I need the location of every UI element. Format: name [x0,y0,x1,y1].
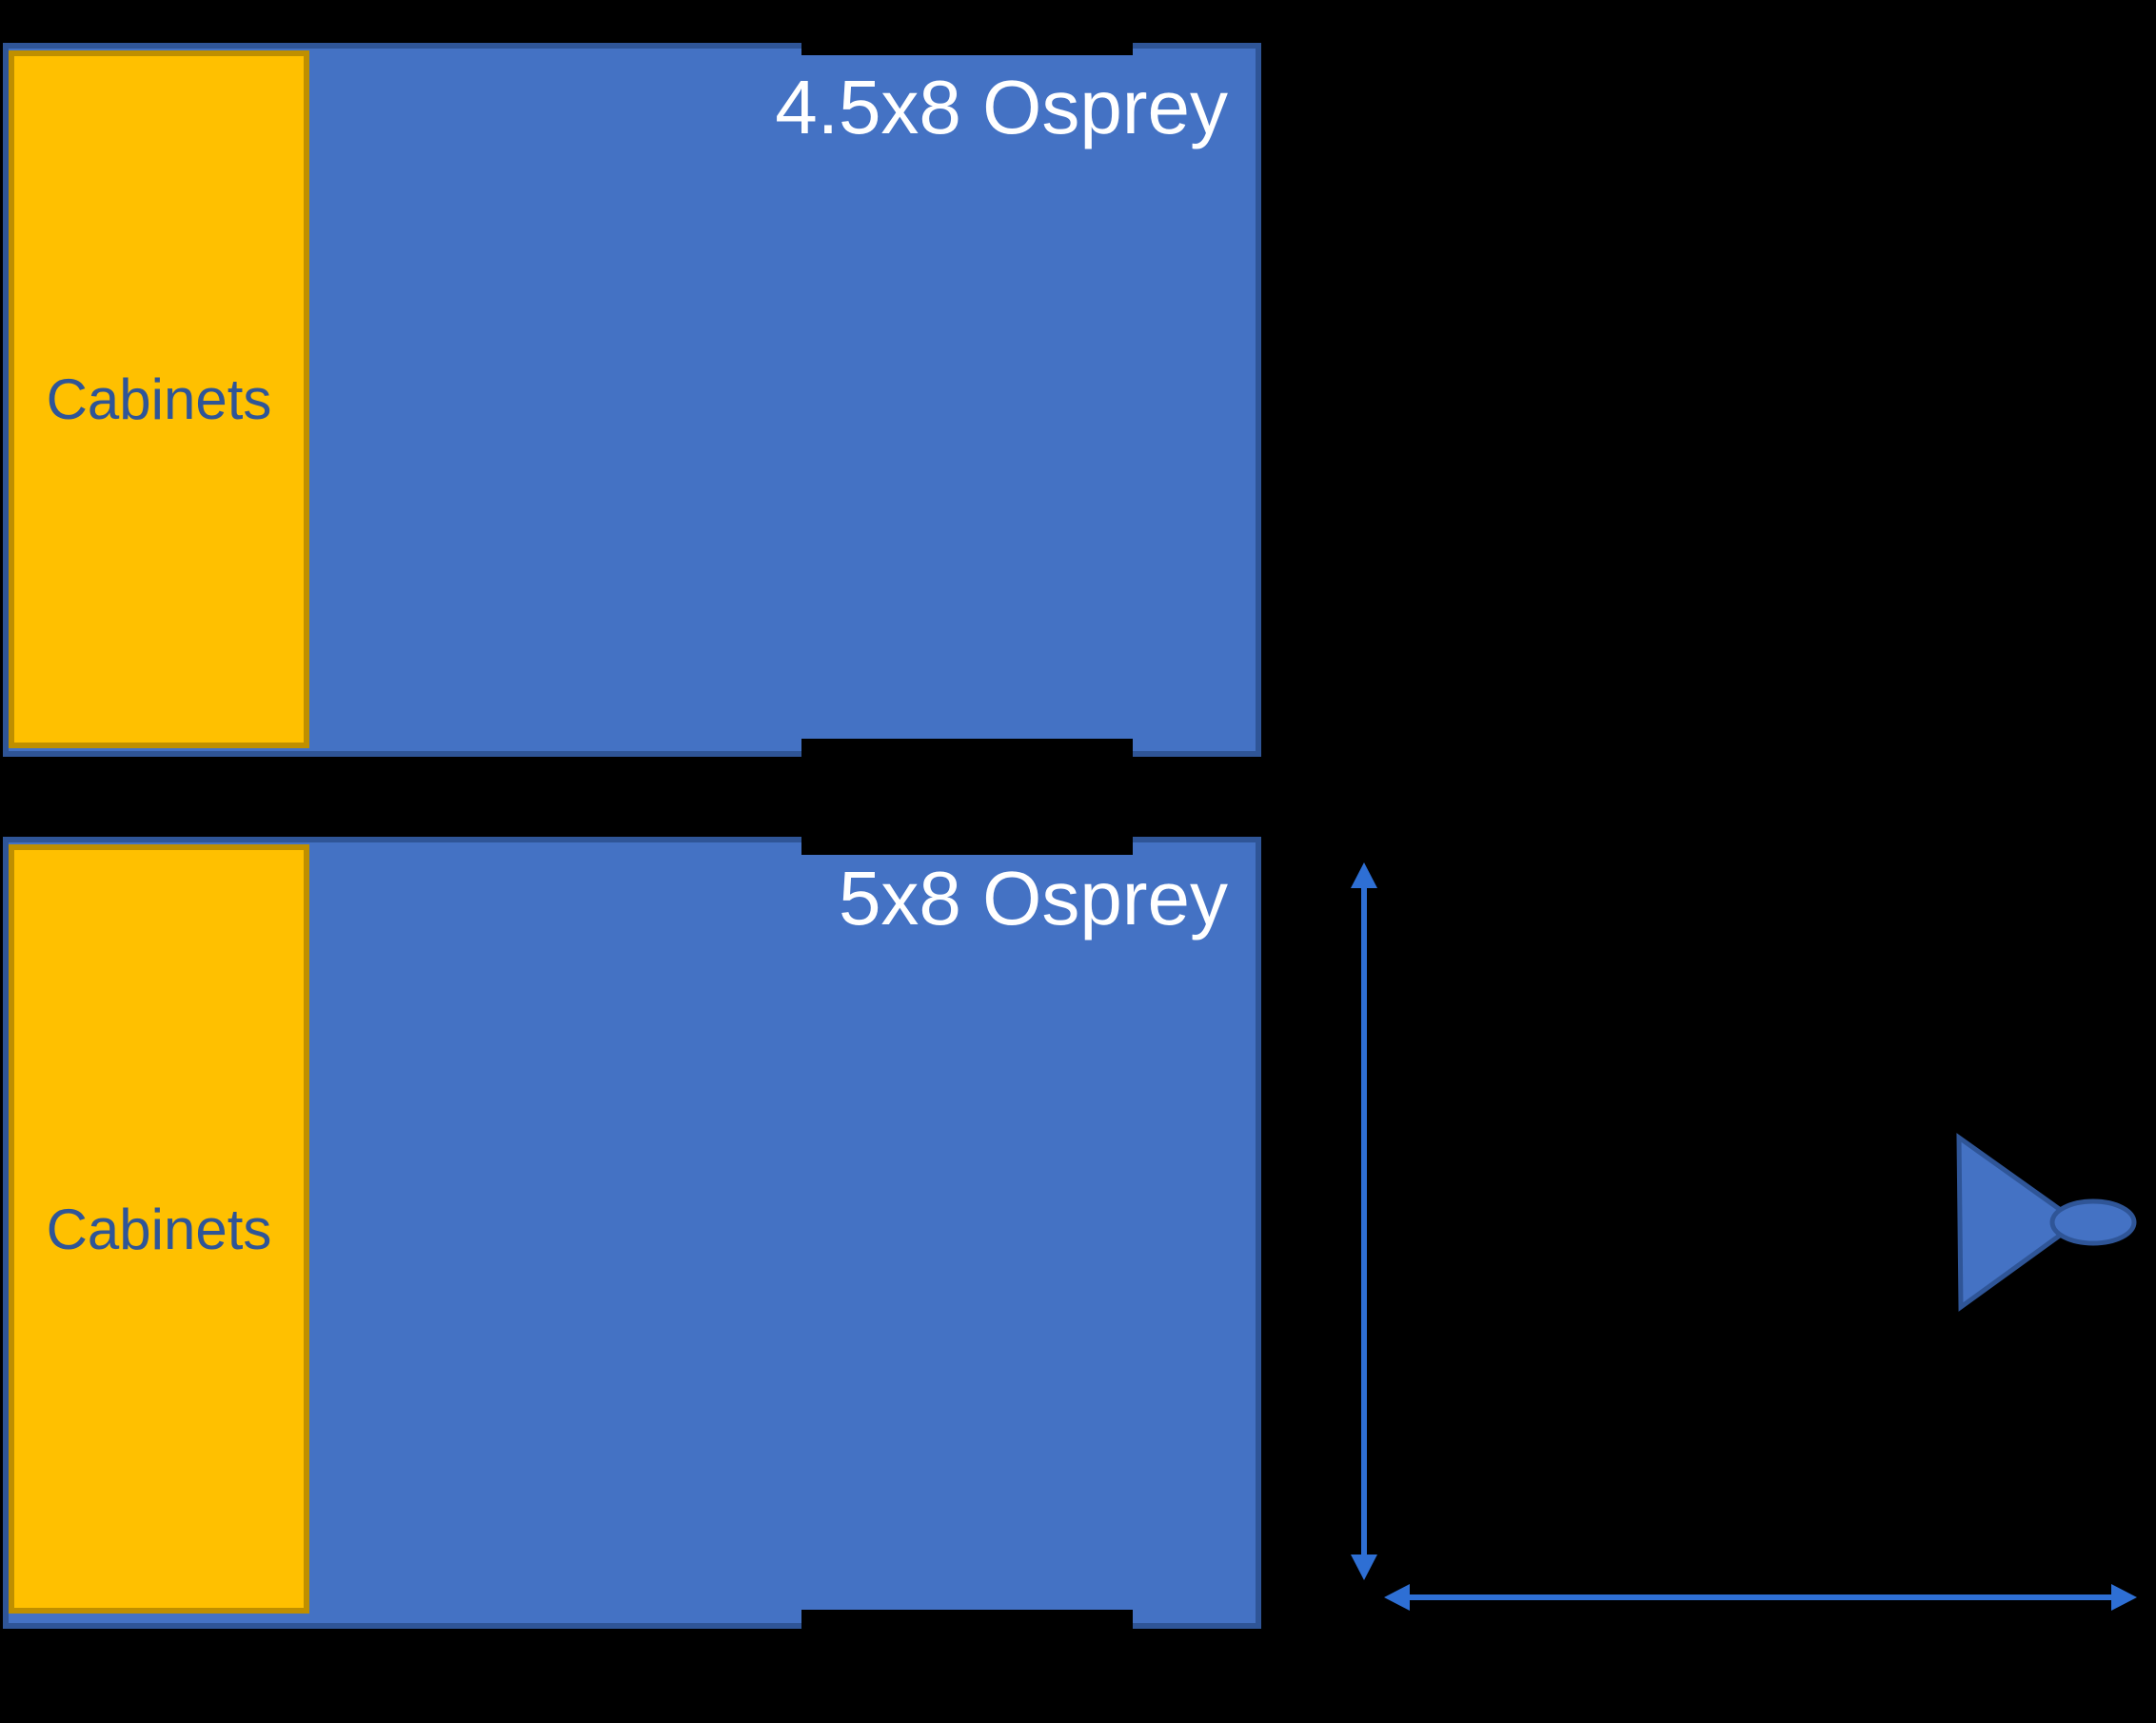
door-opening [801,1610,1133,1629]
trailer-title: 4.5x8 Osprey [775,65,1228,149]
cabinets-block: Cabinets [9,50,309,748]
trailer-title: 5x8 Osprey [838,856,1228,941]
cone-icon [1956,1133,2137,1312]
door-opening [801,739,1133,758]
vertical-dimension-arrow-icon [1351,862,1377,1580]
horizontal-dimension-arrow-icon [1384,1584,2137,1611]
door-opening [801,38,1133,55]
cabinets-label: Cabinets [46,1197,272,1261]
door-opening [801,837,1133,855]
cabinets-label: Cabinets [46,367,272,431]
cabinets-block: Cabinets [9,844,309,1614]
